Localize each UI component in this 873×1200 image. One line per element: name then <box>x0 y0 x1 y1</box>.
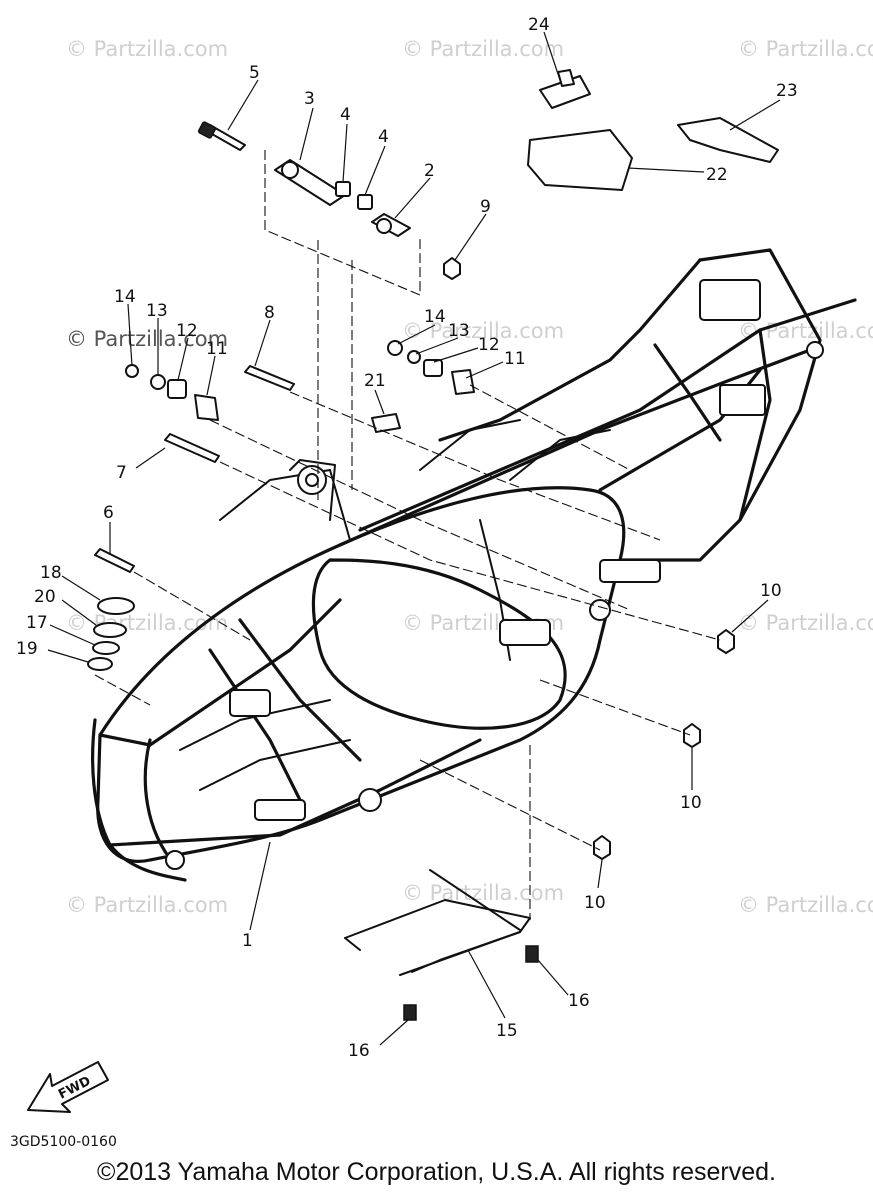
callout-1: 1 <box>242 931 253 951</box>
watermark: © Partzilla.com <box>738 37 873 61</box>
diagram-code: 3GD5100-0160 <box>10 1134 117 1150</box>
watermark: © Partzilla.com <box>402 37 564 61</box>
callout-10: 10 <box>760 581 782 601</box>
exploded-parts <box>87 69 779 1021</box>
callout-14: 14 <box>424 307 446 327</box>
watermark: © Partzilla.com <box>66 893 228 917</box>
callout-3: 3 <box>304 89 315 109</box>
callout-7: 7 <box>116 463 127 483</box>
callout-16: 16 <box>348 1041 370 1061</box>
callout-6: 6 <box>103 503 114 523</box>
callout-12: 12 <box>478 335 500 355</box>
callout-12: 12 <box>176 321 198 341</box>
watermark: © Partzilla.com <box>738 611 873 635</box>
callout-16: 16 <box>568 991 590 1011</box>
callout-11: 11 <box>206 339 228 359</box>
forward-arrow-icon: FWD <box>27 1061 109 1113</box>
callout-22: 22 <box>706 165 728 185</box>
callout-19: 19 <box>16 639 38 659</box>
callout-4: 4 <box>378 127 389 147</box>
copyright-notice: ©2013 Yamaha Motor Corporation, U.S.A. A… <box>97 1158 776 1186</box>
callout-21: 21 <box>364 371 386 391</box>
callout-23: 23 <box>776 81 798 101</box>
frame-assembly <box>91 248 857 882</box>
watermark: © Partzilla.com <box>66 327 228 351</box>
callout-17: 17 <box>26 613 48 633</box>
callout-24: 24 <box>528 15 550 35</box>
callout-10: 10 <box>680 793 702 813</box>
watermark: © Partzilla.com <box>402 319 564 343</box>
callout-2: 2 <box>424 161 435 181</box>
callout-9: 9 <box>480 197 491 217</box>
watermark: © Partzilla.com <box>402 881 564 905</box>
callout-13: 13 <box>448 321 470 341</box>
callout-5: 5 <box>249 63 260 83</box>
callout-4: 4 <box>340 105 351 125</box>
callout-11: 11 <box>504 349 526 369</box>
watermark-layer: © Partzilla.com © Partzilla.com © Partzi… <box>66 37 873 917</box>
callout-10: 10 <box>584 893 606 913</box>
callout-labels: 5 3 4 4 2 9 24 23 22 14 13 12 11 8 14 13… <box>16 15 798 1061</box>
callout-13: 13 <box>146 301 168 321</box>
watermark: © Partzilla.com <box>66 37 228 61</box>
callout-18: 18 <box>40 563 62 583</box>
watermark: © Partzilla.com <box>738 893 873 917</box>
callout-20: 20 <box>34 587 56 607</box>
callout-8: 8 <box>264 303 275 323</box>
callout-14: 14 <box>114 287 136 307</box>
leader-lines <box>47 31 781 1046</box>
alignment-lines <box>94 150 721 920</box>
callout-15: 15 <box>496 1021 518 1041</box>
